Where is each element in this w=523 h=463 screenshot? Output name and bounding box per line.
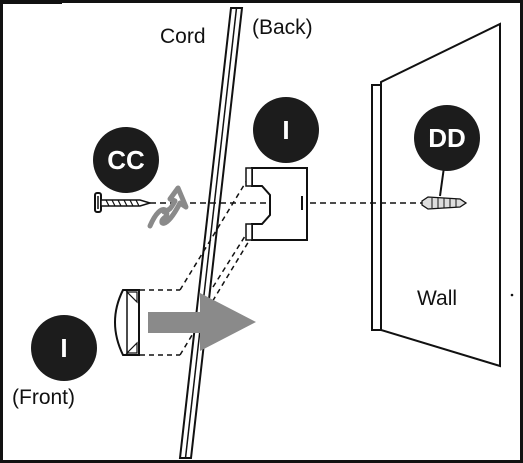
twist-arrow (147, 185, 189, 229)
back-label: (Back) (252, 16, 313, 39)
front-clip (114, 289, 140, 356)
projection-lines (131, 171, 253, 356)
wall-anchor (421, 196, 468, 210)
wall (371, 22, 514, 368)
badge-clip-front-label: I (60, 333, 67, 363)
badge-clip-front: I (31, 315, 97, 381)
badge-anchor: DD (414, 105, 480, 171)
cord-label: Cord (160, 25, 206, 48)
badge-clip-back: I (253, 97, 319, 163)
front-label: (Front) (12, 386, 75, 409)
push-arrow (148, 293, 256, 351)
badge-screw-label: CC (107, 145, 145, 175)
wall-label: Wall (417, 287, 457, 310)
back-clip (245, 167, 308, 241)
badge-clip-back-label: I (282, 115, 289, 145)
badge-anchor-label: DD (428, 123, 466, 153)
screw (94, 192, 153, 213)
frame-tab (0, 0, 62, 4)
badge-screw: CC (93, 127, 159, 193)
cord (178, 7, 244, 459)
